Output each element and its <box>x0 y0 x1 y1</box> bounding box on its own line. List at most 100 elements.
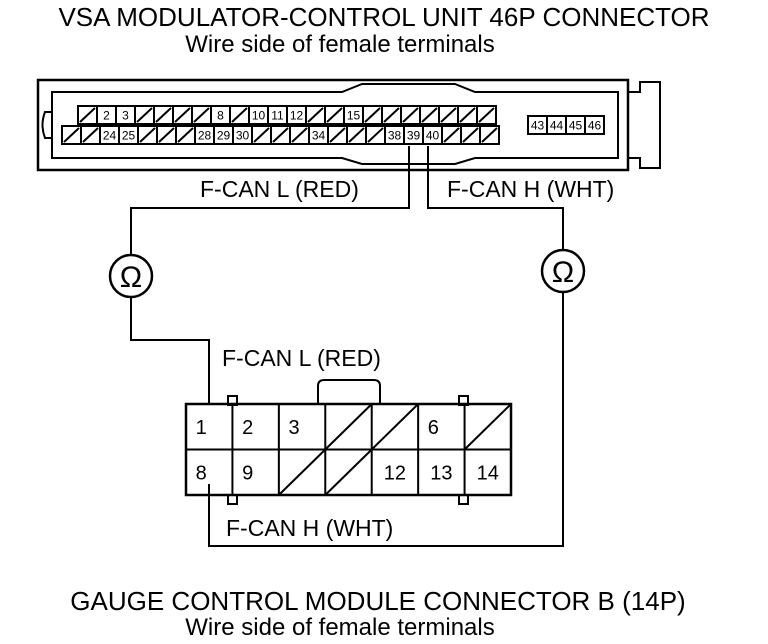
unused-terminal-slash <box>325 404 372 450</box>
vsa-pin-cell <box>156 125 177 145</box>
vsa-pin-cell: 15 <box>343 105 364 125</box>
terminal-number: 39 <box>407 128 421 142</box>
gauge-connector-latch <box>317 379 381 404</box>
unused-terminal-slash <box>481 127 498 143</box>
vsa-pin-cell <box>324 105 345 125</box>
vsa-pin-cell <box>305 105 326 125</box>
terminal-number: 3 <box>122 108 129 122</box>
unused-terminal-slash <box>193 107 210 123</box>
vsa-pin-cell: 40 <box>422 125 443 145</box>
vsa-can-l-wire-label: F-CAN L (RED) <box>200 176 359 202</box>
vsa-connector-latch <box>628 81 661 169</box>
terminal-number: 2 <box>242 417 253 439</box>
terminal-number: 29 <box>217 128 231 142</box>
unused-terminal-slash <box>82 127 99 143</box>
unused-terminal-slash <box>139 127 156 143</box>
vsa-can-h-wire-label: F-CAN H (WHT) <box>447 176 614 202</box>
gauge-connector-tab <box>227 494 238 505</box>
unused-terminal-slash <box>174 107 191 123</box>
terminal-number: 14 <box>477 462 499 484</box>
ohmmeter-can-h: Ω <box>540 248 586 294</box>
vsa-pin-cell <box>460 125 481 145</box>
unused-terminal-slash <box>443 127 460 143</box>
terminal-number: 28 <box>198 128 212 142</box>
vsa-pin-cell: 44 <box>546 115 567 135</box>
gauge-connector-subtitle: Wire side of female terminals <box>185 614 494 641</box>
vsa-pin-cell <box>191 105 212 125</box>
vsa-connector-left-key <box>41 111 52 139</box>
terminal-number: 8 <box>217 108 224 122</box>
can-l-test-wire <box>130 146 410 404</box>
vsa-pin-cell: 45 <box>565 115 586 135</box>
gauge-can-h-wire-label: F-CAN H (WHT) <box>226 515 393 541</box>
terminal-number: 38 <box>388 128 402 142</box>
vsa-pin-cell: 39 <box>403 125 424 145</box>
vsa-pin-cell <box>457 105 478 125</box>
vsa-pin-cell: 34 <box>308 125 329 145</box>
unused-terminal-slash <box>348 127 365 143</box>
ohm-symbol-right: Ω <box>552 256 574 289</box>
unused-terminal-slash <box>325 449 372 495</box>
terminal-number: 25 <box>122 128 136 142</box>
vsa-pin-cell <box>153 105 174 125</box>
unused-terminal-slash <box>177 127 194 143</box>
terminal-number: 34 <box>312 128 326 142</box>
vsa-pin-cell <box>251 125 272 145</box>
vsa-pin-cell <box>479 125 500 145</box>
terminal-number: 3 <box>289 417 300 439</box>
terminal-number: 12 <box>384 462 406 484</box>
can-h-test-wire <box>208 146 564 547</box>
terminal-number: 13 <box>430 462 452 484</box>
unused-terminal-slash <box>464 404 511 450</box>
unused-terminal-slash <box>136 107 153 123</box>
vsa-pin-cell <box>270 125 291 145</box>
vsa-pin-cell: 46 <box>584 115 605 135</box>
unused-terminal-slash <box>367 127 384 143</box>
terminal-number: 1 <box>196 417 207 439</box>
terminal-number: 10 <box>252 108 266 122</box>
vsa-pin-cell <box>61 125 82 145</box>
vsa-pin-cell <box>137 125 158 145</box>
unused-terminal-slash <box>459 107 476 123</box>
vsa-pin-cell: 2 <box>96 105 117 125</box>
terminal-number: 8 <box>196 462 207 484</box>
vsa-connector-title: VSA MODULATOR-CONTROL UNIT 46P CONNECTOR <box>58 2 709 32</box>
vsa-pin-cell <box>419 105 440 125</box>
terminal-number: 44 <box>550 118 564 132</box>
gauge-can-l-wire-label: F-CAN L (RED) <box>222 345 381 371</box>
vsa-pin-cell <box>175 125 196 145</box>
vsa-pin-cell <box>289 125 310 145</box>
vsa-connector-inner-outline <box>51 83 619 165</box>
vsa-pin-cell <box>476 105 497 125</box>
unused-terminal-slash <box>326 107 343 123</box>
gauge-connector-tab <box>458 494 469 505</box>
vsa-pin-cell: 11 <box>267 105 288 125</box>
vsa-pin-cell <box>77 105 98 125</box>
ohmmeter-can-l: Ω <box>108 253 154 299</box>
unused-terminal-slash <box>291 127 308 143</box>
vsa-connector-subtitle: Wire side of female terminals <box>185 31 494 58</box>
unused-terminal-slash <box>272 127 289 143</box>
terminal-number: 2 <box>103 108 110 122</box>
vsa-pin-cell: 8 <box>210 105 231 125</box>
vsa-pin-cell <box>381 105 402 125</box>
unused-terminal-slash <box>372 404 418 450</box>
vsa-pin-cell <box>400 105 421 125</box>
terminal-number: 6 <box>428 417 439 439</box>
vsa-pin-cell: 25 <box>118 125 139 145</box>
unused-terminal-slash <box>364 107 381 123</box>
terminal-number: 45 <box>569 118 583 132</box>
terminal-number: 15 <box>347 108 361 122</box>
vsa-pin-cell: 24 <box>99 125 120 145</box>
vsa-pin-cell: 38 <box>384 125 405 145</box>
vsa-pin-cell <box>362 105 383 125</box>
terminal-number: 12 <box>290 108 304 122</box>
unused-terminal-slash <box>155 107 172 123</box>
vsa-pin-cell <box>80 125 101 145</box>
terminal-number: 43 <box>531 118 545 132</box>
